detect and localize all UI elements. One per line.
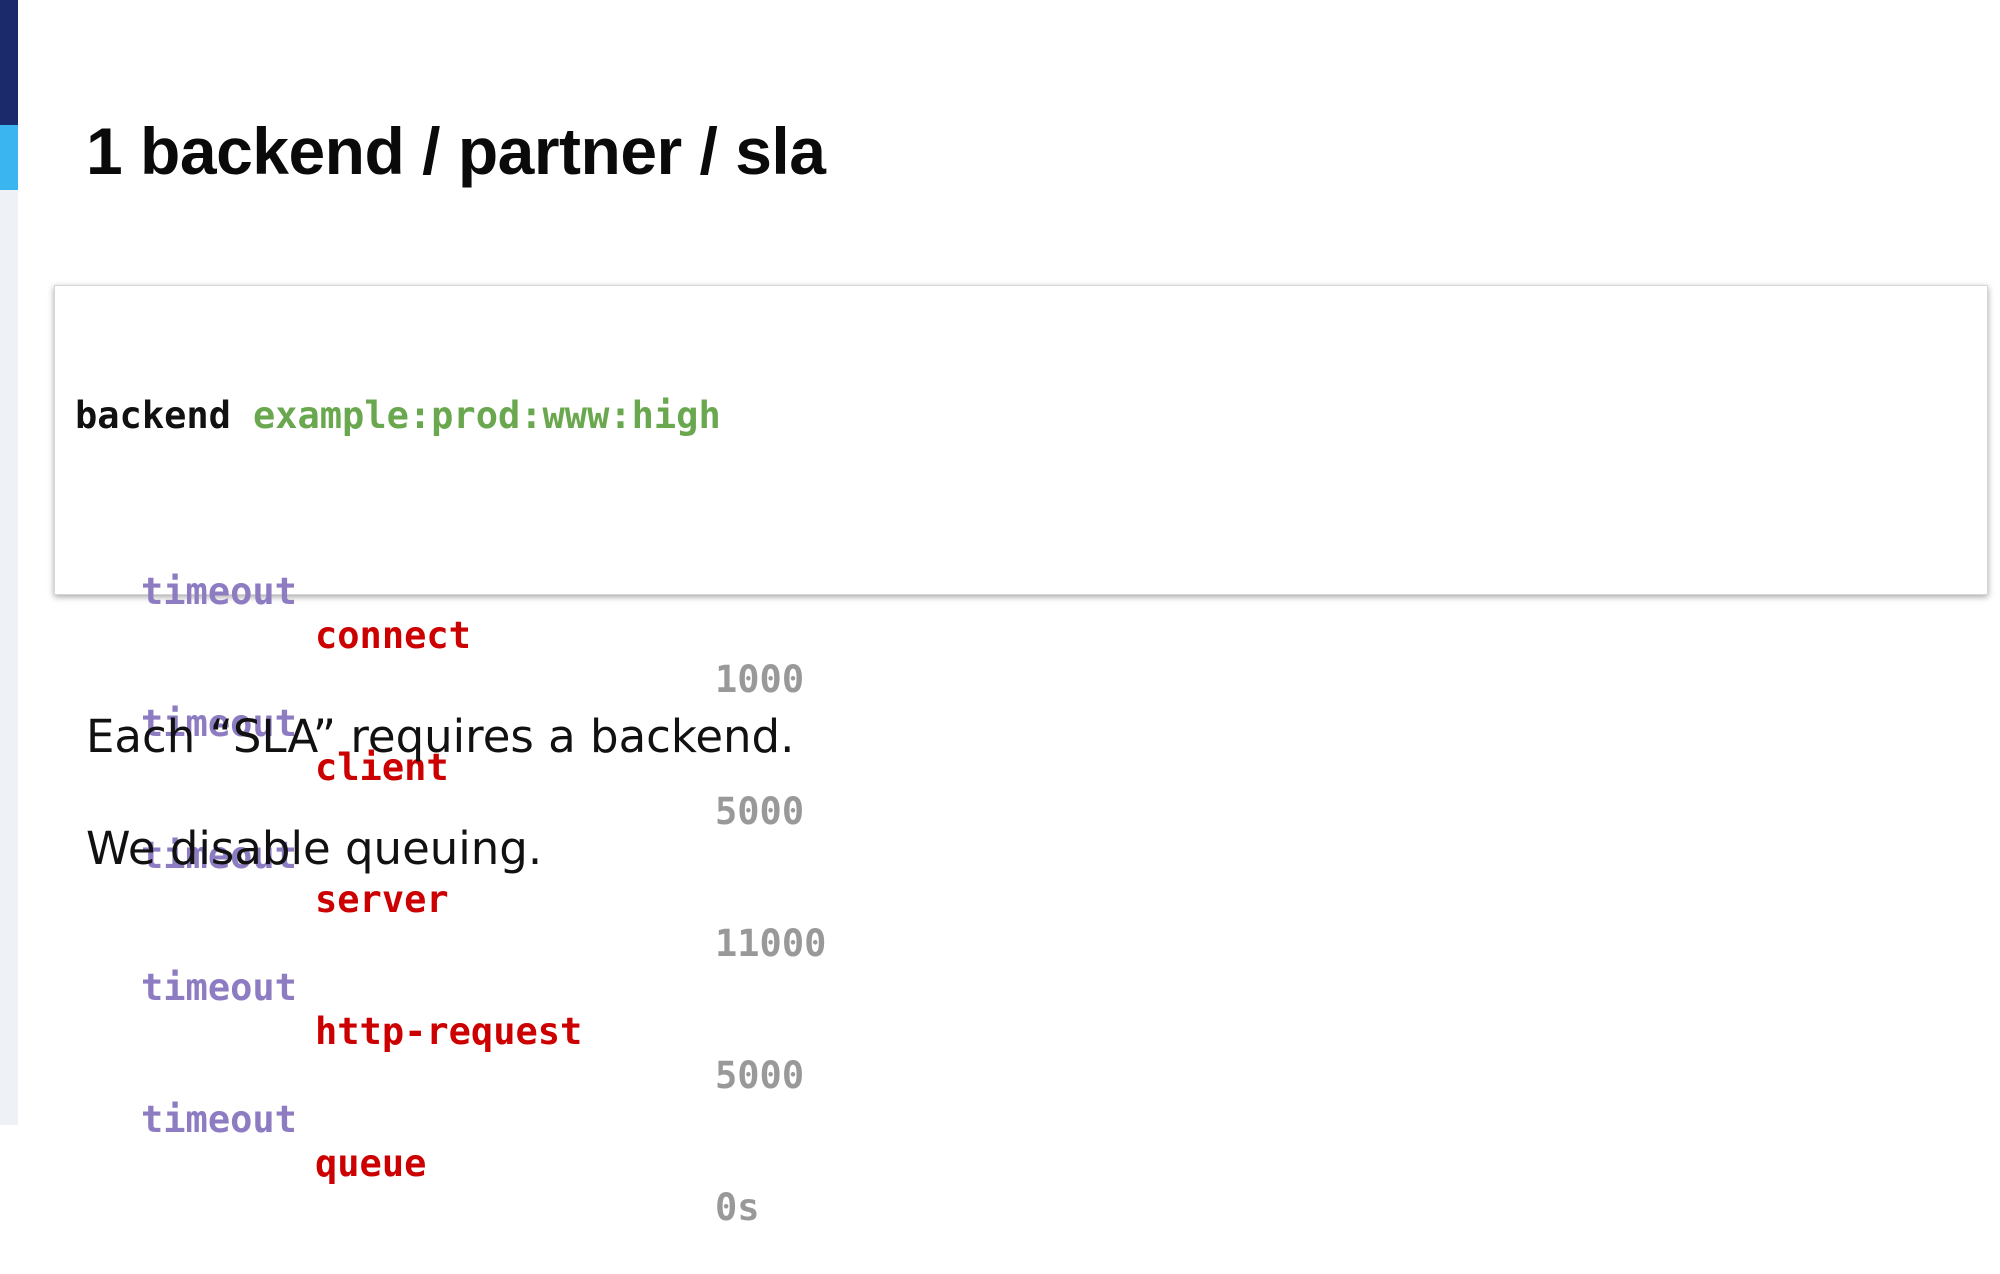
- timeout-keyword: timeout: [141, 1098, 297, 1141]
- slide-title: 1 backend / partner / sla: [86, 114, 826, 188]
- timeout-param: client: [315, 746, 449, 789]
- accent-bar-dark: [0, 0, 18, 125]
- accent-bar-light: [0, 125, 18, 190]
- code-line-timeout: timeout http-request 5000: [75, 922, 804, 1097]
- code-line-backend: backend example:prod:www:high: [75, 394, 721, 438]
- timeout-param: connect: [315, 614, 471, 657]
- backend-keyword: backend: [75, 394, 231, 437]
- timeout-param: server: [315, 878, 449, 921]
- timeout-keyword: timeout: [141, 966, 297, 1009]
- code-block: backend example:prod:www:high timeout con…: [54, 285, 1988, 1229]
- timeout-param: queue: [315, 1142, 427, 1185]
- body-paragraph-sla: Each “SLA” requires a backend.: [86, 710, 795, 763]
- code-line-timeout: timeout client 5000: [75, 658, 804, 833]
- timeout-value: 5000: [715, 1054, 805, 1097]
- backend-name: example:prod:www:high: [252, 394, 721, 437]
- left-accent-strip: [0, 0, 18, 1125]
- timeout-param: http-request: [315, 1010, 583, 1053]
- timeout-keyword: timeout: [141, 834, 297, 877]
- timeout-value: 0s: [715, 1186, 760, 1229]
- body-paragraph-queuing: We disable queuing.: [86, 822, 543, 875]
- code-line-timeout: timeout connect 1000: [75, 526, 804, 701]
- timeout-value: 1000: [715, 658, 805, 701]
- code-line-timeout: timeout server 11000: [75, 790, 826, 965]
- timeout-keyword: timeout: [141, 702, 297, 745]
- timeout-keyword: timeout: [141, 570, 297, 613]
- timeout-value: 5000: [715, 790, 805, 833]
- code-line-timeout: timeout queue 0s: [75, 1054, 760, 1229]
- timeout-value: 11000: [715, 922, 827, 965]
